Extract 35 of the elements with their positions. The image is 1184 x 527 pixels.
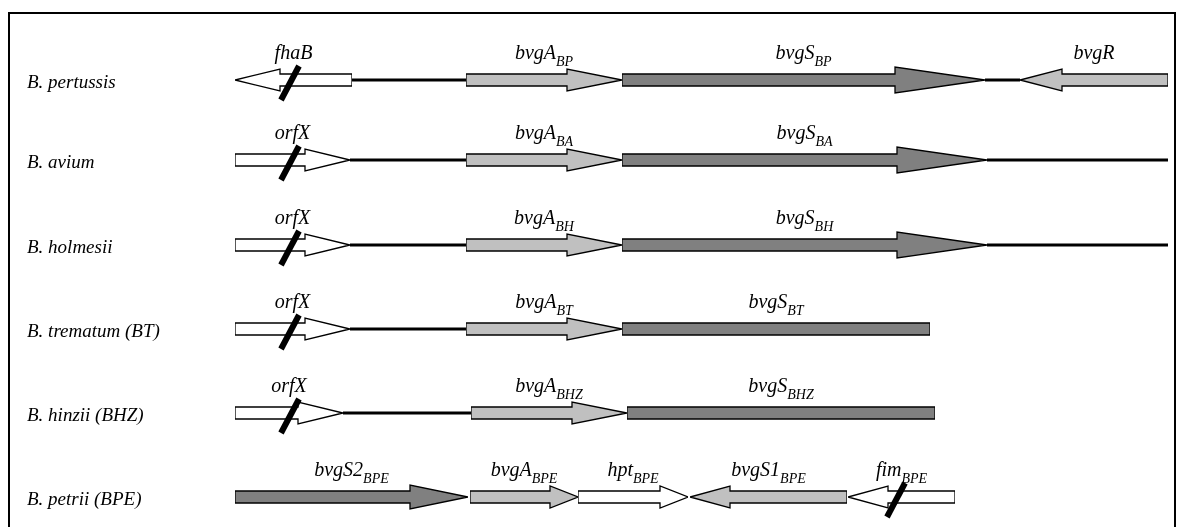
dna-line [987,158,1168,162]
gene-label: orfX [271,373,307,398]
species-name: B. hinzii (BHZ) [27,404,144,426]
gene-label: hpt$_{BPE}$ [607,457,659,482]
species-name: B. trematum (BT) [27,320,160,342]
dna-line [343,411,471,415]
species-name: B. pertussis [27,71,116,93]
gene-label: orfX [274,289,311,314]
gene-label: fim$_{BPE}$ [875,457,928,482]
species-name: B. avium [27,151,95,173]
gene-label: bvgS$_{BHZ}$ [748,373,814,398]
gene-label: bvgA$_{BHZ}$ [515,373,583,398]
dna-line [352,78,466,82]
gene-label: bvgA$_{BA}$ [514,120,574,145]
species-name: B. holmesii [27,236,113,258]
gene-label: fhaB [274,40,313,65]
gene-label: orfX [274,120,311,145]
gene-label: bvgS$_{BH}$ [775,205,834,230]
gene-label: bvgA$_{BPE}$ [490,457,558,482]
gene-label: bvgA$_{BH}$ [514,205,574,230]
gene-label: bvgA$_{BP}$ [514,40,574,65]
dna-line [985,78,1020,82]
gene-label: bvgS$_{BP}$ [775,40,832,65]
gene-label: bvgS$_{BA}$ [776,120,833,145]
gene-label: orfX [274,205,311,230]
dna-line [350,158,466,162]
gene-label: bvgS2$_{BPE}$ [314,457,389,482]
gene-label: bvgA$_{BT}$ [515,289,573,314]
dna-line [987,243,1168,247]
dna-line [350,327,466,331]
gene-label: bvgS$_{BT}$ [748,289,804,314]
species-name: B. petrii (BPE) [27,488,142,510]
dna-line [350,243,466,247]
gene-label: bvgS1$_{BPE}$ [731,457,806,482]
gene-label: bvgR [1073,40,1115,65]
